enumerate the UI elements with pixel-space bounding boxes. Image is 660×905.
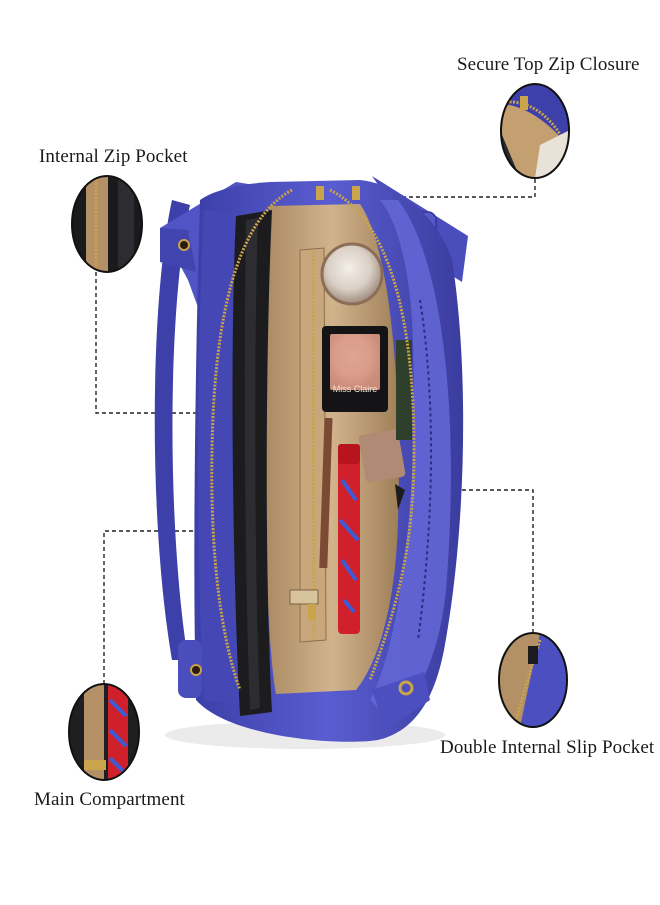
- callout-main-compartment: Main Compartment: [34, 789, 185, 810]
- cosmetic-bottle: [358, 429, 406, 483]
- eye-pencil: [319, 417, 333, 569]
- callout-double-slip-pocket: Double Internal Slip Pocket: [440, 737, 655, 758]
- leader-slip-pocket: [405, 489, 534, 633]
- mascara-tube: [338, 444, 360, 634]
- compact-mirror: [320, 242, 384, 306]
- zoom-main-compartment: [68, 683, 140, 781]
- zoom-double-slip-pocket: [498, 632, 568, 728]
- compact-brand-text: Miss Claire: [333, 384, 378, 394]
- pocket-brand-tag: [289, 589, 319, 605]
- slip-pocket-item: [396, 340, 412, 440]
- zoom-secure-top-zip: [500, 83, 570, 179]
- blush-compact: Miss Claire: [322, 326, 388, 412]
- zoom-internal-zip-pocket: [71, 175, 143, 273]
- handbag: Miss Claire: [154, 176, 468, 742]
- callout-internal-zip-pocket: Internal Zip Pocket: [39, 146, 188, 167]
- callout-secure-top-zip: Secure Top Zip Closure: [457, 54, 640, 75]
- leader-top-zip: [372, 179, 536, 198]
